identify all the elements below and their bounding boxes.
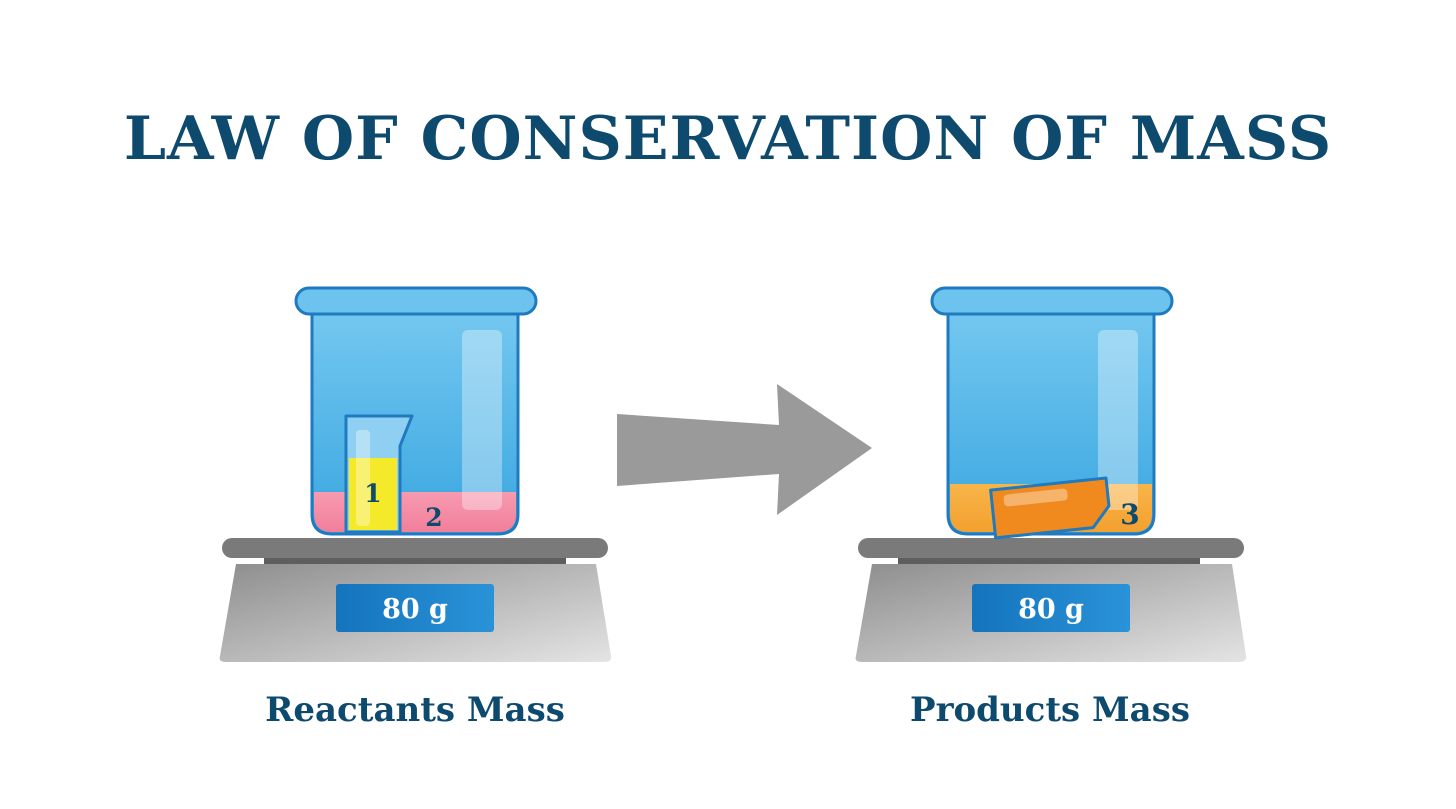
- reactants-group: 80 g 2 1: [219, 286, 612, 662]
- left-scale: 80 g: [219, 538, 612, 662]
- reactants-caption: Reactants Mass: [265, 690, 565, 730]
- right-tipped-beaker: [989, 476, 1111, 540]
- right-tipped-beaker-highlight: [1003, 488, 1068, 507]
- page-title: LAW OF CONSERVATION OF MASS: [123, 104, 1333, 174]
- products-group: 80 g 3: [855, 286, 1247, 662]
- left-scale-reading: 80 g: [382, 594, 448, 625]
- right-scale: 80 g: [855, 538, 1247, 662]
- right-scale-display: [972, 584, 1130, 632]
- left-scale-platform: [222, 538, 608, 558]
- left-small-beaker-label: 1: [364, 479, 381, 508]
- right-beaker-rim: [930, 286, 1174, 316]
- products-caption: Products Mass: [910, 690, 1190, 730]
- right-product-label: 3: [1120, 498, 1139, 531]
- left-beaker: 2: [294, 286, 538, 536]
- right-beaker-highlight: [1098, 330, 1138, 510]
- right-beaker: 3: [930, 286, 1174, 540]
- left-beaker-rim: [294, 286, 538, 316]
- reaction-arrow-icon: [617, 384, 872, 515]
- left-liquid-label: 2: [425, 503, 442, 532]
- left-liquid-1: [349, 458, 397, 530]
- left-beaker-highlight: [462, 330, 502, 510]
- left-small-beaker: 1: [344, 414, 414, 534]
- right-scale-reading: 80 g: [1018, 594, 1084, 625]
- left-scale-display: [336, 584, 494, 632]
- right-tipped-beaker-glass: [989, 476, 1111, 540]
- left-small-beaker-highlight: [356, 430, 370, 526]
- right-scale-platform: [858, 538, 1244, 558]
